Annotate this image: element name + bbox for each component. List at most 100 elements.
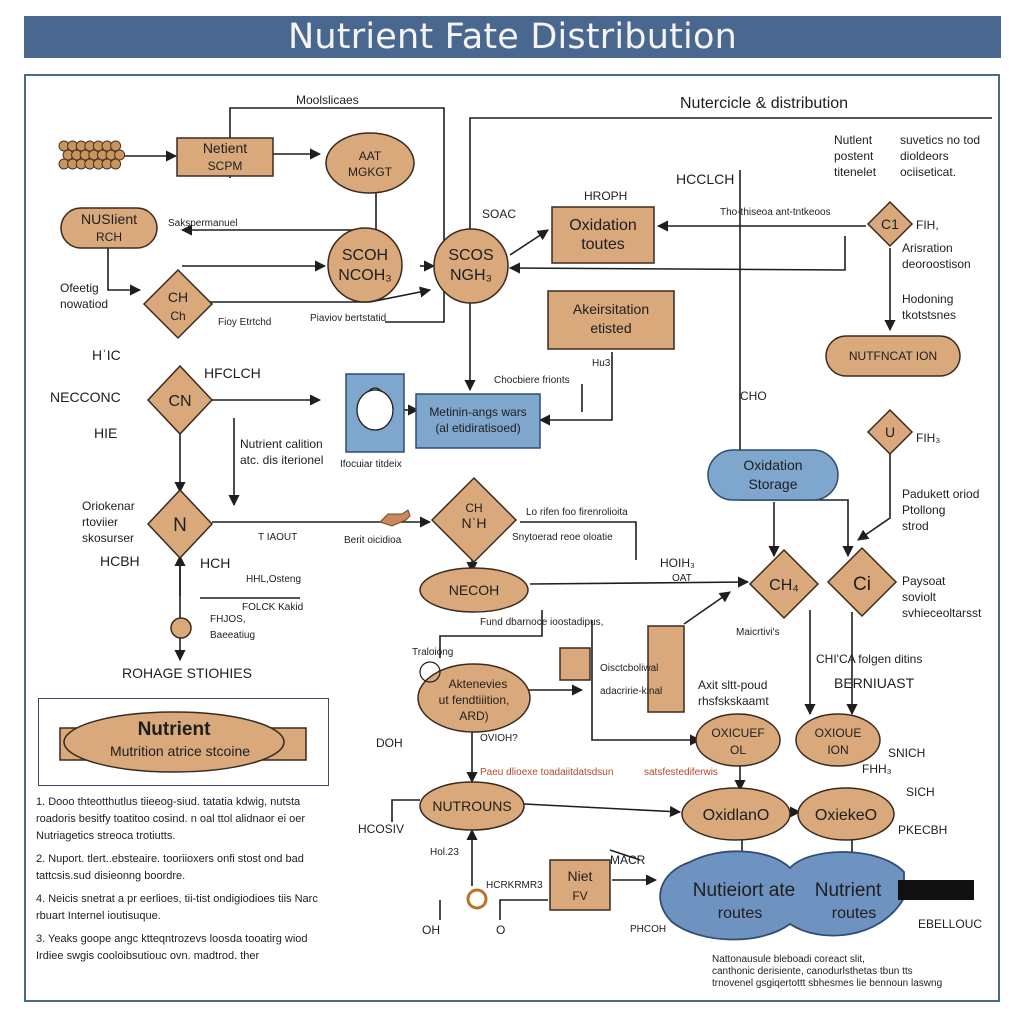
svg-text:etisted: etisted xyxy=(590,320,631,336)
svg-text:HCBH: HCBH xyxy=(100,553,140,569)
svg-text:NCOH₃: NCOH₃ xyxy=(338,267,392,284)
legend-pill: Nutrient Mutrition atrice stcoine xyxy=(59,711,307,773)
connectors xyxy=(107,107,992,920)
svg-text:NʾH: NʾH xyxy=(462,515,487,531)
svg-text:Nutrient: Nutrient xyxy=(138,719,212,740)
svg-text:OVIOH?: OVIOH? xyxy=(480,733,518,744)
svg-text:NUTFNCAT ION: NUTFNCAT ION xyxy=(849,349,937,363)
svg-text:HʾIC: HʾIC xyxy=(92,347,121,363)
box-akeirsitation[interactable]: Akeirsitation etisted xyxy=(547,290,675,350)
diamond-chnh[interactable]: CH NʾH xyxy=(430,476,518,564)
circle-scos[interactable]: SCOS NGH₃ xyxy=(433,228,509,304)
blue-tile-droplet[interactable] xyxy=(345,373,405,453)
svg-text:postent: postent xyxy=(834,149,874,163)
cloud-routes[interactable]: Nutieiort ate routes Nutrient routes xyxy=(659,850,974,941)
svg-text:C1: C1 xyxy=(881,216,899,232)
bead xyxy=(114,149,126,161)
svg-text:Arisration: Arisration xyxy=(902,241,953,255)
svg-text:Oxidation: Oxidation xyxy=(569,217,637,234)
pill-nutsient[interactable]: NUSIient RCH xyxy=(60,207,158,249)
svg-text:Baeeatiug: Baeeatiug xyxy=(210,630,255,641)
svg-text:adacririe-kinal: adacririe-kinal xyxy=(600,686,662,697)
box-oxidation-toutes[interactable]: Oxidation toutes xyxy=(551,206,655,264)
pill-nutrncation[interactable]: NUTFNCAT ION xyxy=(825,335,961,377)
svg-text:HOIH₃: HOIH₃ xyxy=(660,556,695,570)
svg-text:SCPM: SCPM xyxy=(208,159,243,173)
svg-text:OxidlanO: OxidlanO xyxy=(703,807,770,824)
circle-oxiekeo[interactable]: OxiekeO xyxy=(797,787,895,841)
svg-text:dioldeors: dioldeors xyxy=(900,149,949,163)
pill-nutrouns[interactable]: NUTROUNS xyxy=(419,781,525,831)
svg-text:Nutieiort ate: Nutieiort ate xyxy=(693,880,795,901)
svg-text:O: O xyxy=(496,923,505,937)
diamond-c1[interactable]: C1 xyxy=(866,200,914,248)
svg-text:titenelet: titenelet xyxy=(834,165,877,179)
svg-text:Nattonausule bleboadi coreact: Nattonausule bleboadi coreact slit, xyxy=(712,954,865,965)
svg-text:SICH: SICH xyxy=(906,785,935,799)
pill-oxidation-storage[interactable]: Oxidation Storage xyxy=(707,449,839,501)
svg-text:Oisctcboliwal: Oisctcboliwal xyxy=(600,663,658,674)
svg-text:ut fendtiiition,: ut fendtiiition, xyxy=(439,693,510,707)
circle-oxi-on[interactable]: OXIOUE ION xyxy=(795,713,881,767)
tall-bar-node[interactable] xyxy=(647,625,685,713)
svg-text:toutes: toutes xyxy=(581,236,625,253)
ellipse-aktenevies[interactable]: Aktenevies ut fendtiiition, ARD) xyxy=(417,661,531,733)
svg-text:CH: CH xyxy=(168,289,188,305)
svg-text:OXIOUE: OXIOUE xyxy=(815,726,862,740)
svg-text:atc. dis iterionel: atc. dis iterionel xyxy=(240,453,323,467)
svg-text:FHJOS,: FHJOS, xyxy=(210,614,246,625)
svg-text:HCOSIV: HCOSIV xyxy=(358,822,404,836)
svg-text:CH: CH xyxy=(465,501,482,515)
svg-text:NECOH: NECOH xyxy=(449,582,500,598)
diamond-u[interactable]: U xyxy=(866,408,914,456)
small-ring-node[interactable] xyxy=(466,888,488,910)
note-item: 4. Neicis snetrat a pr eerlioes, tii-tis… xyxy=(36,893,318,922)
svg-text:canthonic derisiente, canodurl: canthonic derisiente, canodurlsthetas tb… xyxy=(712,966,913,977)
circle-oxi-ol[interactable]: OXICUEF OL xyxy=(695,713,781,767)
svg-text:DOH: DOH xyxy=(376,736,403,750)
bead xyxy=(110,158,122,170)
pill-necoh[interactable]: NECOH xyxy=(419,567,529,613)
circle-scoh[interactable]: SCOH NCOH₃ xyxy=(327,227,403,303)
svg-text:Axit sltt-poud: Axit sltt-poud xyxy=(698,678,767,692)
svg-text:Oriokenar: Oriokenar xyxy=(82,499,135,513)
box-metinin-blue[interactable]: Metinin-angs wars (al etidiratisoed) xyxy=(415,393,541,449)
svg-text:Netient: Netient xyxy=(203,140,247,156)
svg-text:SNICH: SNICH xyxy=(888,746,925,760)
circle-aat[interactable]: AAT MGKGT xyxy=(325,132,415,194)
diamond-ch[interactable]: CH Ch xyxy=(142,268,214,340)
diamond-n[interactable]: N xyxy=(146,488,214,560)
small-square-node[interactable] xyxy=(559,647,591,681)
svg-text:skosurser: skosurser xyxy=(82,531,134,545)
diamond-ci[interactable]: Ci xyxy=(826,546,898,618)
svg-text:Metinin-angs wars: Metinin-angs wars xyxy=(429,405,526,419)
svg-text:PHCOH: PHCOH xyxy=(630,924,666,935)
svg-text:Maicrtivi's: Maicrtivi's xyxy=(736,627,780,638)
diamond-ch4[interactable]: CH₄ xyxy=(748,548,820,620)
box-niet-fv[interactable]: Niet FV xyxy=(549,859,611,911)
svg-text:Lo rifen foo firenrolioita: Lo rifen foo firenrolioita xyxy=(526,507,628,518)
svg-text:Padukett oriod: Padukett oriod xyxy=(902,487,979,501)
notes-list: 1. Dooo thteotthutlus tiieeog-siud. tata… xyxy=(36,794,328,971)
svg-text:HCRKRMR3: HCRKRMR3 xyxy=(486,880,543,891)
svg-text:routes: routes xyxy=(832,905,876,922)
svg-text:Berit oicidioa: Berit oicidioa xyxy=(344,535,402,546)
svg-text:Paysoat: Paysoat xyxy=(902,574,946,588)
svg-text:Piaviov bertstatid: Piaviov bertstatid xyxy=(310,313,386,324)
circle-oxidlaro[interactable]: OxidlanO xyxy=(681,787,791,841)
diamond-cn[interactable]: CN xyxy=(146,364,214,436)
svg-text:Ifocuiar titdeix: Ifocuiar titdeix xyxy=(340,459,402,470)
svg-text:FIH,: FIH, xyxy=(916,218,939,232)
svg-text:Hu3: Hu3 xyxy=(592,358,611,369)
svg-text:NUTROUNS: NUTROUNS xyxy=(432,798,511,814)
svg-text:Storage: Storage xyxy=(748,476,797,492)
small-circle-node[interactable] xyxy=(170,617,192,639)
svg-text:HHL,Osteng: HHL,Osteng xyxy=(246,574,301,585)
svg-text:Nutlent: Nutlent xyxy=(834,133,873,147)
svg-text:(al etidiratisoed): (al etidiratisoed) xyxy=(435,421,520,435)
svg-text:tkotstsnes: tkotstsnes xyxy=(902,308,956,322)
box-nutrient-scpm[interactable]: Netient SCPM xyxy=(176,137,274,177)
svg-text:CN: CN xyxy=(168,393,191,410)
bead xyxy=(110,140,122,152)
